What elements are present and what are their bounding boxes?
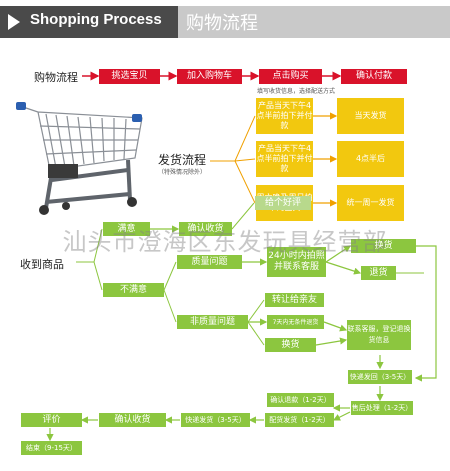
node-exchange: 换货: [351, 239, 416, 253]
shipping-sublabel: （特殊情况除外）: [158, 169, 207, 176]
shopping-cart-icon: [16, 102, 143, 215]
node-seven-days: 7天内无条件退货: [267, 315, 324, 329]
node-ship-out: 配货发货（1-2天）: [265, 413, 334, 427]
node-end: 结束（9-15天）: [21, 441, 82, 455]
shipping-cond-1: 产品当天下午4点半前拍下并付款: [256, 98, 313, 134]
step-confirm-payment: 确认付款: [341, 69, 407, 84]
node-confirm-receipt: 确认收货: [99, 413, 166, 427]
step-click-buy: 点击购买: [259, 69, 322, 84]
node-express-return: 快递发回（3-5天）: [348, 370, 412, 384]
node-refund: 退货: [361, 266, 396, 280]
node-confirm: 确认收货: [179, 222, 232, 236]
node-confirm-refund: 确认退款（1-2天）: [267, 393, 334, 407]
node-contact: 联系客服，登记退换货信息: [347, 320, 411, 350]
shipping-result-3: 统一周一发货: [337, 185, 404, 221]
header-title-en: Shopping Process: [30, 11, 162, 28]
watermark: 汕头市澄海区东发玩具经营部: [62, 228, 388, 256]
node-quality-action: 24小时内拍照并联系客服: [267, 247, 326, 277]
node-give-rating: 给个好评: [255, 196, 311, 210]
node-transfer: 转让给亲友: [265, 293, 324, 307]
process-note: 填写收货信息，选择配送方式: [257, 88, 336, 95]
header-title-cn: 购物流程: [186, 13, 258, 34]
header-banner-en: [0, 6, 178, 38]
shipping-label: 发货流程: [158, 153, 207, 167]
receive-label: 收到商品: [20, 258, 64, 271]
play-icon: [8, 14, 20, 30]
shipping-result-2: 4点半后: [337, 141, 404, 177]
step-select-item: 挑选宝贝: [99, 69, 160, 84]
shipping-result-1: 当天发货: [337, 98, 404, 134]
node-satisfied: 满意: [103, 222, 150, 236]
node-exchange-2: 换货: [265, 338, 316, 352]
node-non-quality: 非质量问题: [177, 315, 248, 329]
node-dissatisfied: 不满意: [103, 283, 164, 297]
header-banner-cn: [178, 6, 450, 38]
step-add-to-cart: 加入购物车: [177, 69, 242, 84]
node-review: 评价: [21, 413, 82, 427]
process-label: 购物流程: [34, 71, 78, 84]
shipping-cond-2: 产品当天下午4点半前拍下并付款: [256, 141, 313, 177]
node-express-ship: 快递发货（3-5天）: [181, 413, 250, 427]
node-after-sale: 售后处理（1-2天）: [351, 401, 413, 415]
node-quality: 质量问题: [177, 255, 242, 269]
